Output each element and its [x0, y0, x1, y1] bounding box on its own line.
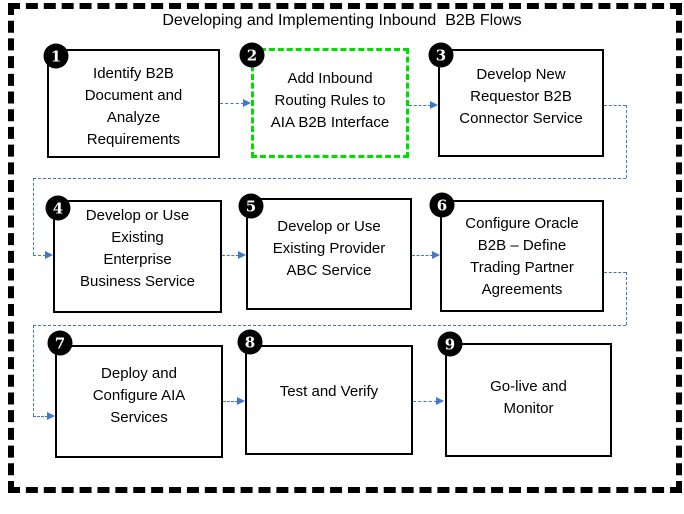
- step-label-line: Routing Rules to: [274, 92, 386, 109]
- step-label-line: Develop or Use: [277, 218, 381, 235]
- arrowhead-7-8: [237, 397, 245, 405]
- step-label-line: Enterprise: [103, 251, 172, 268]
- step-box-2-highlighted: Add Inbound Routing Rules to AIA B2B Int…: [251, 48, 409, 158]
- step-box-1: Identify B2B Document and Analyze Requir…: [47, 49, 220, 158]
- arrowhead-5-6: [432, 251, 440, 259]
- step-label-line: Business Service: [79, 273, 196, 290]
- connector-6-7-seg1: [604, 272, 626, 273]
- step-label-line: Configure Oracle: [465, 215, 579, 232]
- step-label-line: Deploy and: [101, 365, 177, 382]
- step-label-line: Trading Partner: [470, 259, 574, 276]
- connector-6-7-seg4: [33, 325, 34, 416]
- arrowhead-8-9: [436, 397, 444, 405]
- step-box-6: Configure Oracle B2B – Define Trading Pa…: [440, 200, 604, 312]
- step-label-line: Develop or Use: [85, 207, 190, 224]
- diagram-dashed-frame: [8, 3, 682, 493]
- connector-8-9: [413, 401, 437, 402]
- connector-2-3: [409, 105, 431, 106]
- diagram-title: Developing and Implementing Inbound B2B …: [162, 12, 522, 29]
- step-label-line: Agreements: [481, 281, 563, 298]
- step-number-badge-9: 9: [437, 331, 463, 357]
- connector-3-4-seg4: [33, 178, 34, 255]
- connector-1-2: [220, 103, 244, 104]
- connector-3-4-seg2: [626, 105, 627, 178]
- step-label-line: Connector Service: [459, 110, 583, 127]
- connector-5-6: [412, 255, 433, 256]
- step-number-badge-1: 1: [43, 43, 69, 69]
- step-number-badge-3: 3: [428, 42, 454, 68]
- connector-6-7-seg2: [626, 272, 627, 325]
- step-label-line: Services: [110, 409, 168, 426]
- arrowhead-3-4: [45, 251, 53, 259]
- step-label-line: ABC Service: [286, 262, 372, 279]
- step-number-badge-8: 8: [237, 329, 263, 355]
- connector-3-4-seg1: [604, 105, 626, 106]
- step-box-5: Develop or Use Existing Provider ABC Ser…: [246, 198, 412, 310]
- arrowhead-6-7: [47, 412, 55, 420]
- step-label-line: Requestor B2B: [470, 88, 572, 105]
- step-label-line: Requirements: [86, 131, 181, 148]
- step-box-7: Deploy and Configure AIA Services: [55, 345, 223, 458]
- step-label-line: Monitor: [503, 400, 554, 417]
- step-box-3: Develop New Requestor B2B Connector Serv…: [438, 49, 604, 157]
- step-label-line: Document and: [84, 87, 183, 104]
- arrowhead-4-5: [238, 251, 246, 259]
- step-label-line: Identify B2B: [93, 65, 174, 82]
- arrowhead-2-3: [430, 101, 438, 109]
- step-label-line: Existing Provider: [272, 240, 386, 257]
- step-box-8: Test and Verify: [245, 345, 413, 455]
- step-label-line: Test and Verify: [279, 383, 379, 400]
- step-number-badge-7: 7: [47, 330, 73, 356]
- step-number-badge-5: 5: [238, 193, 264, 219]
- arrowhead-1-2: [243, 99, 251, 107]
- step-label-line: Analyze: [106, 109, 161, 126]
- connector-4-5: [222, 255, 239, 256]
- connector-3-4-seg5: [33, 255, 46, 256]
- connector-6-7-seg5: [33, 416, 48, 417]
- step-label-line: Existing: [111, 229, 164, 246]
- step-label-line: B2B – Define: [477, 237, 567, 254]
- step-label-line: Configure AIA: [92, 387, 186, 404]
- step-number-badge-6: 6: [429, 192, 455, 218]
- connector-3-4-seg3: [33, 178, 626, 179]
- step-label-line: Add Inbound: [287, 70, 373, 87]
- connector-7-8: [223, 401, 238, 402]
- connector-6-7-seg3: [33, 325, 626, 326]
- step-label-line: AIA B2B Interface: [270, 114, 390, 131]
- step-label-line: Go-live and: [490, 378, 567, 395]
- step-box-9: Go-live and Monitor: [445, 343, 612, 457]
- step-box-4: Develop or Use Existing Enterprise Busin…: [53, 200, 222, 313]
- step-number-badge-4: 4: [45, 195, 71, 221]
- step-number-badge-2: 2: [239, 42, 265, 68]
- step-label-line: Develop New: [476, 66, 566, 83]
